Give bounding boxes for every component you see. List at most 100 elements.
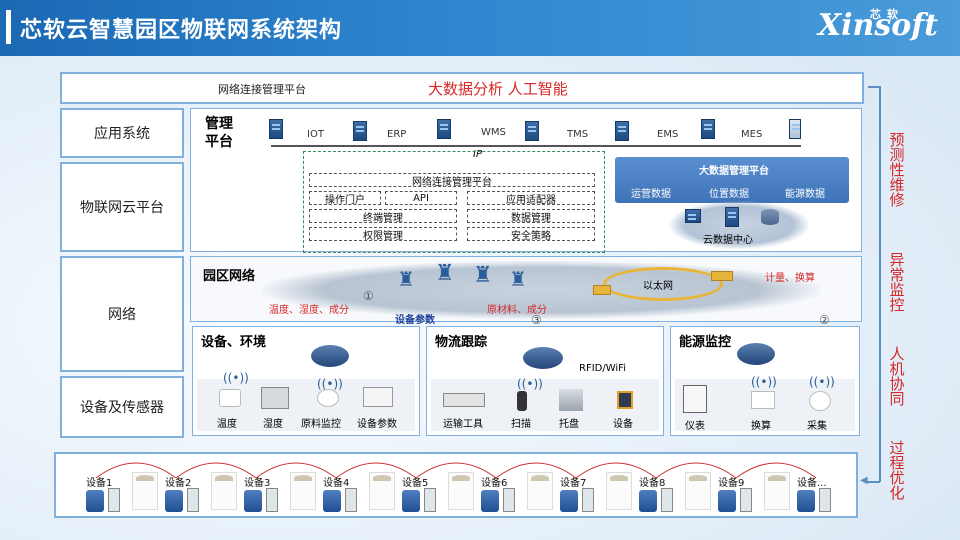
campus-network-panel: 园区网络 ♜ ♜ ♜ ♜ 以太网 温度、湿度、成分 原材料、成分 设备参数 计量…	[190, 256, 862, 327]
hat-icon	[373, 475, 391, 481]
device-chain-label: 设备9	[718, 478, 745, 489]
worker-icon	[290, 472, 316, 510]
device-chain-label: 设备8	[639, 478, 666, 489]
top-platform-bar: 网络连接管理平台 大数据分析 人工智能	[60, 72, 864, 104]
energy-item-meter: 仪表	[685, 421, 705, 432]
switch-icon	[593, 285, 611, 295]
device-chain-label: 设备5	[402, 478, 429, 489]
robot-arm-icon	[402, 490, 420, 512]
robot-arm-icon	[797, 490, 815, 512]
cabinet-icon	[266, 488, 278, 512]
logistics-panel: 物流跟踪 RFID/WiFi ((•)) 运输工具 扫描 托盘 设备	[426, 326, 664, 436]
marker-1: ①	[363, 289, 374, 303]
logistics-item-pallet: 托盘	[559, 419, 579, 430]
device-env-item-temp: 温度	[217, 419, 237, 430]
device-chain-label: 设备...	[797, 478, 827, 489]
annotation-material: 原材料、成分	[487, 305, 547, 316]
device-param-sensor	[363, 387, 393, 407]
router-icon	[523, 347, 563, 369]
ip-label: IP	[473, 149, 482, 160]
server-icon	[353, 121, 367, 141]
tab-devices-sensors: 设备及传感器	[60, 376, 184, 438]
tablet-icon	[617, 391, 633, 409]
tower-icon: ♜	[397, 267, 415, 291]
right-label-text: 预测性维修	[887, 132, 906, 207]
cell-api: API	[385, 191, 457, 205]
cabinet-icon	[345, 488, 357, 512]
arrow-left-icon: ◀	[860, 475, 868, 486]
device-chain-arcs	[95, 462, 817, 479]
material-sensor	[317, 389, 339, 407]
hat-icon	[294, 475, 312, 481]
right-label-collab: 人机协同	[884, 346, 908, 412]
feedback-line	[879, 86, 881, 482]
cell-permission: 权限管理	[309, 227, 457, 242]
wifi-icon: ((•))	[751, 375, 777, 389]
right-label-anomaly: 异常监控	[884, 252, 908, 318]
worker-icon	[764, 472, 790, 510]
cabinet-icon	[740, 488, 752, 512]
device-env-item-params: 设备参数	[357, 419, 397, 430]
logo-text: Xinsoft	[817, 8, 938, 43]
hat-icon	[689, 475, 707, 481]
wifi-icon: ((•))	[809, 375, 835, 389]
annotation-device-params: 设备参数	[395, 315, 435, 326]
connection-platform-group	[303, 151, 605, 253]
hat-icon	[452, 475, 470, 481]
connector-bottom	[866, 481, 880, 483]
humidity-sensor	[261, 387, 289, 409]
cabinet-icon	[582, 488, 594, 512]
management-title: 管理 平台	[205, 116, 233, 150]
cell-data: 数据管理	[467, 209, 595, 224]
system-label-iot: IOT	[307, 129, 324, 140]
energy-title: 能源监控	[679, 335, 732, 350]
device-env-title: 设备、环境	[201, 335, 267, 350]
system-label-erp: ERP	[387, 129, 407, 140]
storage-icon	[761, 209, 779, 225]
cell-terminal: 终端管理	[309, 209, 457, 224]
truck-icon	[443, 393, 485, 407]
annotation-temp: 温度、湿度、成分	[269, 305, 349, 316]
title-bar: 芯软云智慧园区物联网系统架构 芯软 Xinsoft	[0, 0, 960, 56]
cabinet-icon	[661, 488, 673, 512]
worker-icon	[685, 472, 711, 510]
page-title: 芯软云智慧园区物联网系统架构	[20, 18, 343, 43]
database-icon	[685, 209, 701, 223]
robot-arm-icon	[323, 490, 341, 512]
rfid-label: RFID/WiFi	[579, 363, 626, 374]
converter-icon	[751, 391, 775, 409]
logistics-item-transport: 运输工具	[443, 419, 483, 430]
hat-icon	[610, 475, 628, 481]
management-panel: 管理 平台 IOT ERP WMS TMS EMS MES IP 网络连接管理平…	[190, 108, 862, 253]
title-accent	[6, 10, 11, 44]
wifi-icon: ((•))	[317, 377, 343, 391]
wifi-icon: ((•))	[517, 377, 543, 391]
robot-arm-icon	[481, 490, 499, 512]
bigdata-item-location: 位置数据	[709, 189, 749, 200]
tab-network: 网络	[60, 256, 184, 372]
cabinet-icon	[424, 488, 436, 512]
hat-icon	[136, 475, 154, 481]
device-chain-label: 设备7	[560, 478, 587, 489]
robot-arm-icon	[718, 490, 736, 512]
scanner-icon	[517, 391, 527, 411]
device-chain-label: 设备3	[244, 478, 271, 489]
device-env-item-material: 原料监控	[301, 419, 341, 430]
robot-arm-icon	[165, 490, 183, 512]
collector-icon	[809, 391, 831, 411]
cell-portal: 操作门户	[309, 191, 381, 206]
bigdata-item-ops: 运营数据	[631, 189, 671, 200]
marker-2: ②	[819, 313, 830, 327]
worker-icon	[606, 472, 632, 510]
logistics-item-device: 设备	[613, 419, 633, 430]
router-icon	[737, 343, 775, 365]
cabinet-icon	[819, 488, 831, 512]
cell-security: 安全策略	[467, 227, 595, 242]
server-icon	[269, 119, 283, 139]
server-icon	[615, 121, 629, 141]
bigdata-panel: 大数据管理平台 运营数据 位置数据 能源数据	[615, 157, 849, 203]
server-icon	[725, 207, 739, 227]
logistics-item-scan: 扫描	[511, 419, 531, 430]
pallet-icon	[559, 389, 583, 411]
